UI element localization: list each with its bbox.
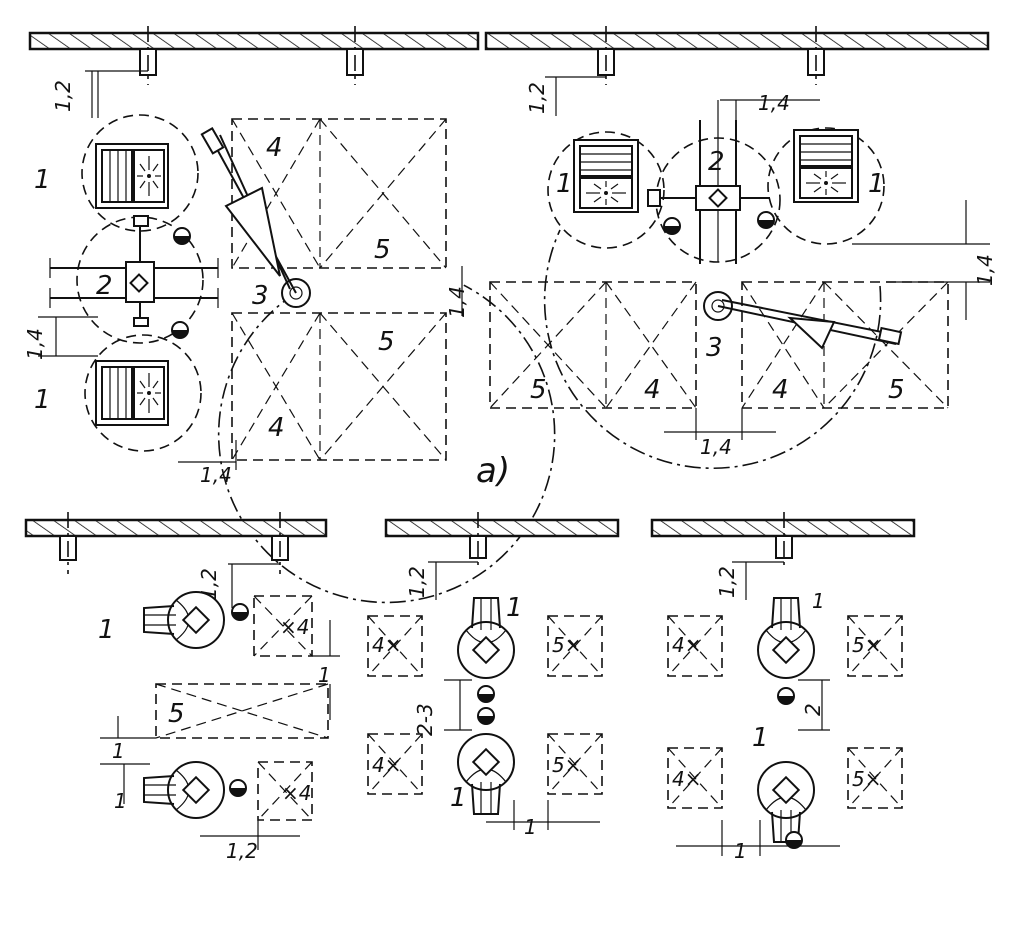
- label-grinder: 1: [450, 783, 467, 813]
- label-stack-x4: ×4: [282, 781, 311, 805]
- stack-area: [155, 683, 329, 739]
- label-stack-a: 4: [772, 375, 789, 405]
- bulb-machine: [757, 761, 815, 843]
- label-stack-b: 5: [168, 699, 185, 729]
- column: [346, 26, 364, 85]
- stack-square: [547, 733, 603, 795]
- label-crane: 3: [252, 281, 269, 311]
- operator-marker: [477, 685, 495, 703]
- label-stack-a: 4: [268, 413, 285, 443]
- dim-1: 1: [112, 739, 125, 763]
- label-grinder: 1: [506, 593, 523, 623]
- panel-a-left: 1,2 1 2 1,4 1: [23, 26, 556, 604]
- dim-2-3: 2-3: [413, 703, 437, 736]
- label-grinder: 1: [556, 169, 573, 199]
- dim-1-4-right: 1,4: [445, 286, 469, 318]
- dim-1: 1: [524, 815, 537, 839]
- label-stack-4x: 4×: [372, 633, 401, 657]
- label-stack-4x: 4×: [372, 753, 401, 777]
- label-stack-5x: 5×: [852, 633, 881, 657]
- label-stack-b: 5: [530, 375, 547, 405]
- column: [775, 512, 793, 570]
- label-stack-5x: 5×: [552, 633, 581, 657]
- dim-1-2: 1,2: [405, 566, 429, 598]
- operator-marker: [477, 707, 495, 725]
- dim-1-4-left: 1,4: [23, 328, 47, 360]
- operator-marker: [229, 779, 247, 797]
- label-stack-a: 4: [266, 133, 283, 163]
- panel-b-left: 1,2 1 ×4 1 5 1 1: [24, 512, 340, 863]
- label-grinder: 1: [868, 169, 885, 199]
- operator-marker: [777, 687, 795, 705]
- bulb-machine: [143, 591, 225, 649]
- grinder-machine: [95, 143, 169, 209]
- column: [597, 26, 615, 85]
- label-coupler: 2: [708, 147, 725, 177]
- stack-square: [547, 615, 603, 677]
- dim-1-2: 1,2: [715, 566, 739, 598]
- dim-1-2: 1,2: [51, 80, 75, 112]
- label-crane: 3: [706, 333, 723, 363]
- dim-1-4-bottom: 1,4: [200, 463, 232, 487]
- label-stack-b: 5: [374, 235, 391, 265]
- stack-square: [847, 615, 903, 677]
- dim-1-2-bottom: 1,2: [226, 839, 258, 863]
- panel-b-right: 1,2 1 4× 5× 2 4× 1: [650, 512, 916, 863]
- label-stack-5x: 5×: [552, 753, 581, 777]
- operator-marker: [171, 321, 189, 339]
- operator-marker: [173, 227, 191, 245]
- bulb-machine: [143, 761, 225, 819]
- stack-square: [367, 615, 423, 677]
- dim-1-4-right: 1,4: [973, 254, 997, 286]
- label-grinder: 1: [34, 165, 51, 195]
- dim-2: 2: [801, 703, 825, 716]
- dim-1-2: 1,2: [525, 82, 549, 114]
- dim-1-4-bottom: 1,4: [700, 435, 732, 459]
- stack-area-left: [489, 281, 697, 409]
- grinder-machine: [95, 360, 169, 426]
- operator-marker: [231, 603, 249, 621]
- dim-1: 1: [318, 663, 331, 687]
- label-grinder: 1: [752, 723, 769, 753]
- label-coupler: 2: [96, 271, 113, 301]
- column: [469, 512, 487, 570]
- label-stack-a: 4: [644, 375, 661, 405]
- stack-square: [257, 761, 313, 821]
- bulb-machine: [757, 597, 815, 679]
- stack-square: [667, 615, 723, 677]
- operator-marker: [663, 217, 681, 235]
- stack-area-right: [741, 281, 949, 409]
- stack-area-top: [231, 118, 447, 269]
- column: [807, 26, 825, 85]
- label-stack-x4: ×4: [280, 615, 309, 639]
- label-stack-5x: 5×: [852, 767, 881, 791]
- subfigure-label: а): [476, 451, 510, 491]
- panel-a-right: 1,2 1,4 1 1 2 1,4: [484, 26, 997, 470]
- stack-square: [667, 747, 723, 809]
- label-stack-4x: 4×: [672, 633, 701, 657]
- stack-square: [367, 733, 423, 795]
- column: [59, 512, 77, 574]
- operator-marker: [785, 831, 803, 849]
- label-grinder: 1: [34, 385, 51, 415]
- panel-b-middle: 1,2 1 4× 5× 2-3 4× 1: [367, 512, 620, 839]
- column: [139, 26, 157, 85]
- label-grinder: 1: [812, 589, 825, 613]
- grinder-machine: [573, 139, 639, 213]
- label-grinder: 1: [98, 615, 115, 645]
- stack-square: [253, 595, 313, 657]
- dim-1: 1: [114, 789, 127, 813]
- stack-area-bottom: [231, 312, 447, 461]
- label-stack-b: 5: [378, 327, 395, 357]
- label-stack-b: 5: [888, 375, 905, 405]
- dim-1: 1: [734, 839, 747, 863]
- dim-1-4-top: 1,4: [758, 91, 790, 115]
- label-stack-4x: 4×: [672, 767, 701, 791]
- grinder-machine: [793, 129, 859, 203]
- stack-square: [847, 747, 903, 809]
- operator-marker: [757, 211, 775, 229]
